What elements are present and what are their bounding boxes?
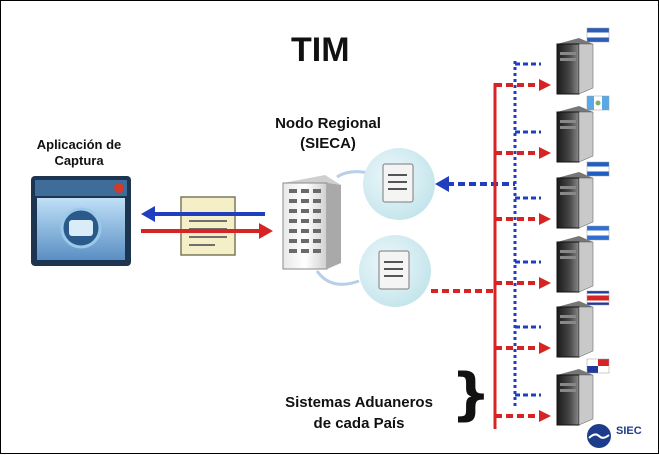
brace-icon: } bbox=[451, 362, 491, 427]
capture-app-label-line2: Captura bbox=[54, 153, 104, 168]
country-server-icon bbox=[556, 236, 594, 293]
country-row bbox=[495, 27, 610, 95]
country-row bbox=[495, 358, 610, 426]
flag-hn-icon bbox=[586, 161, 610, 177]
country-server-icon bbox=[556, 301, 594, 358]
app-node-arrows bbox=[141, 206, 273, 239]
capture-app-label-line1: Aplicación de bbox=[36, 137, 122, 152]
red-arrow-head bbox=[539, 147, 551, 159]
country-row bbox=[495, 161, 610, 229]
document-icon bbox=[180, 196, 236, 256]
page-title: TIM bbox=[291, 31, 350, 69]
flag-cr-icon bbox=[586, 290, 610, 306]
capture-app-label: Aplicación de Captura bbox=[23, 137, 135, 169]
capture-app-window-icon bbox=[31, 176, 131, 266]
customs-systems-label-line1: Sistemas Aduaneros bbox=[285, 394, 433, 411]
regional-node-label: Nodo Regional (SIECA) bbox=[253, 114, 403, 154]
sieca-logo-text: SIEC bbox=[616, 425, 642, 437]
flag-sv-icon bbox=[586, 27, 610, 43]
country-row bbox=[495, 95, 610, 163]
red-arrow-head bbox=[539, 213, 551, 225]
country-row bbox=[495, 225, 610, 293]
flag-pa-icon bbox=[586, 358, 610, 374]
customs-systems-label: Sistemas Aduaneros de cada País bbox=[259, 392, 459, 434]
regional-node-label-line1: Nodo Regional bbox=[275, 115, 381, 132]
country-server-icon bbox=[556, 172, 594, 229]
regional-server-icon bbox=[282, 175, 341, 270]
flag-gt-icon bbox=[586, 95, 610, 111]
country-server-icon bbox=[556, 369, 594, 426]
inbound-document-bubble bbox=[363, 148, 435, 220]
node-country-flows bbox=[431, 176, 515, 293]
country-server-icon bbox=[556, 106, 594, 163]
red-arrow-head bbox=[539, 79, 551, 91]
sieca-logo bbox=[587, 424, 611, 448]
red-arrow-head bbox=[539, 410, 551, 422]
country-server-icon bbox=[556, 38, 594, 95]
flag-ni-icon bbox=[586, 225, 610, 241]
red-arrow-head bbox=[539, 342, 551, 354]
red-arrow-head bbox=[539, 277, 551, 289]
regional-node-label-line2: (SIECA) bbox=[300, 135, 356, 152]
outbound-document-bubble bbox=[359, 235, 431, 307]
country-row bbox=[495, 290, 610, 358]
curve-arrow-out bbox=[315, 270, 360, 286]
customs-systems-label-line2: de cada País bbox=[313, 415, 405, 432]
